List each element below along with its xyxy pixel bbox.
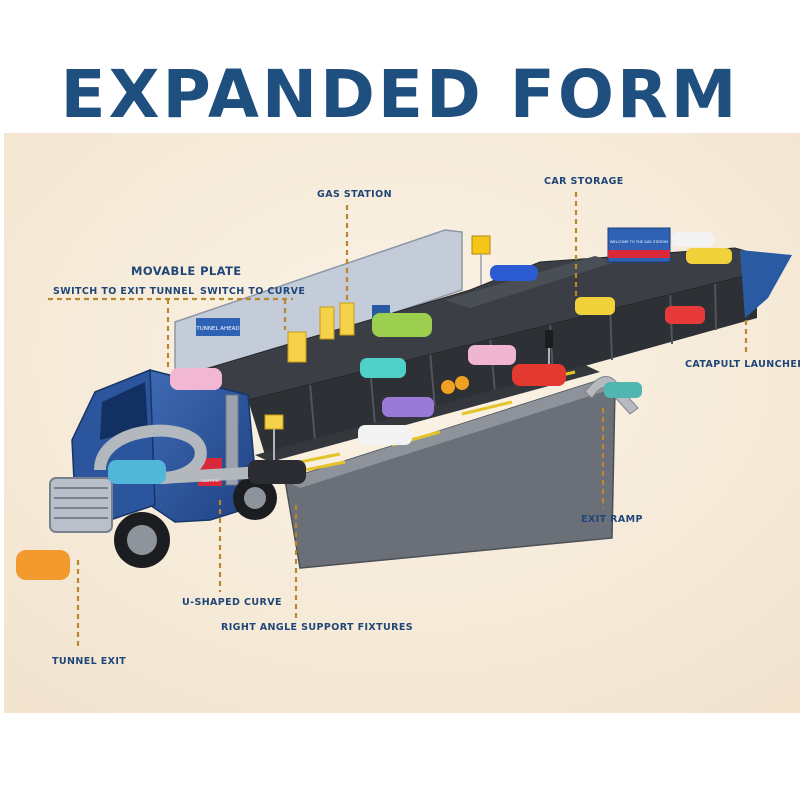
tunnel-ahead-sign: TUNNEL AHEAD: [195, 318, 240, 336]
leader-lines: [48, 192, 748, 650]
toy-car-white-top: [672, 232, 714, 247]
toy-car-teal-curve: [108, 460, 166, 484]
toy-car-orange-exit: [16, 550, 70, 580]
toy-car-black: [248, 460, 306, 484]
toy-car-yellow-top: [686, 248, 732, 264]
page-title: EXPANDED FORM: [60, 56, 740, 133]
toy-car-purple: [382, 397, 434, 417]
toy-car-teal: [360, 358, 406, 378]
label-tunnel-exit: TUNNEL EXIT: [52, 656, 127, 667]
toy-car-green: [372, 313, 432, 337]
label-gas-station: GAS STATION: [317, 189, 392, 200]
label-switch-to-curve: SWITCH TO CURVE: [200, 286, 306, 297]
svg-text:TUNNEL AHEAD: TUNNEL AHEAD: [195, 326, 239, 332]
toy-car-pink-mid: [468, 345, 516, 365]
toy-car-red-low: [512, 364, 566, 386]
toy-truck-photo: TUNNEL AHEAD WELCOME TO THE GAS STATION …: [4, 133, 800, 713]
toy-car-pink-top: [170, 368, 222, 390]
label-switch-to-exit-tunnel: SWITCH TO EXIT TUNNEL: [53, 286, 195, 297]
toy-car-teal-ramp: [604, 382, 642, 398]
toy-cars: [16, 232, 732, 580]
gas-station-banner: WELCOME TO THE GAS STATION: [607, 227, 671, 263]
toy-car-blue-top: [490, 265, 538, 281]
svg-text:WELCOME TO THE GAS STATION: WELCOME TO THE GAS STATION: [610, 240, 668, 244]
label-movable-plate: MOVABLE PLATE: [131, 264, 242, 278]
toy-car-yellow-mid: [575, 297, 615, 315]
label-right-angle-support-fixtures: RIGHT ANGLE SUPPORT FIXTURES: [221, 622, 413, 633]
label-exit-ramp: EXIT RAMP: [581, 514, 643, 525]
caution-sign: CAUTION: [201, 478, 218, 483]
label-catapult-launcher: CATAPULT LAUNCHER: [685, 359, 800, 370]
label-car-storage: CAR STORAGE: [544, 176, 624, 187]
toy-car-red-mid: [665, 306, 705, 324]
svg-text:CAUTION: CAUTION: [201, 478, 218, 483]
toy-car-white-low: [358, 425, 412, 445]
label-u-shaped-curve: U-SHAPED CURVE: [182, 597, 282, 608]
truck-cab: [49, 368, 301, 568]
